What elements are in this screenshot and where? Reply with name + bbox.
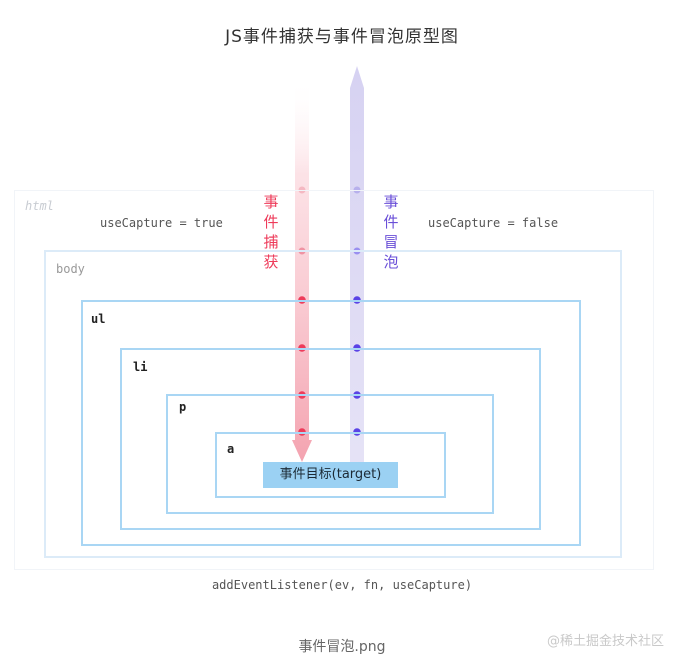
li-label: li <box>133 360 148 374</box>
add-event-listener-signature: addEventListener(ev, fn, useCapture) <box>211 578 473 592</box>
ul-box: ul <box>81 300 581 546</box>
watermark: @稀土掘金技术社区 <box>546 634 664 649</box>
capture-arrow <box>292 78 312 462</box>
diagram-title: JS事件捕获与事件冒泡原型图 <box>225 27 459 47</box>
image-caption: 事件冒泡.png <box>298 639 386 655</box>
event-target-box: 事件目标(target) <box>263 462 398 488</box>
body-label: body <box>56 262 85 276</box>
ul-label: ul <box>91 312 106 326</box>
li-box: li <box>120 348 541 530</box>
capture-label-char: 件 <box>263 213 279 231</box>
a-box: a <box>215 432 446 498</box>
a-label: a <box>227 442 235 456</box>
use-capture-false-text: useCapture = false <box>428 216 559 230</box>
capture-label: 事 件 捕 获 <box>262 192 280 272</box>
html-label: html <box>25 199 54 213</box>
bubble-label-char: 泡 <box>383 253 399 271</box>
bubble-arrow <box>350 66 364 462</box>
bubble-label-char: 冒 <box>383 233 399 251</box>
capture-label-char: 事 <box>263 193 279 211</box>
body-box: body <box>44 250 622 558</box>
capture-label-char: 获 <box>263 253 279 271</box>
p-label: p <box>179 400 187 414</box>
bubble-label-char: 件 <box>383 213 399 231</box>
capture-label-char: 捕 <box>263 233 279 251</box>
html-box: html <box>14 190 654 570</box>
bubble-label-char: 事 <box>383 193 399 211</box>
bubble-label: 事 件 冒 泡 <box>382 192 400 272</box>
p-box: p <box>166 394 494 514</box>
use-capture-true-text: useCapture = true <box>100 216 223 230</box>
